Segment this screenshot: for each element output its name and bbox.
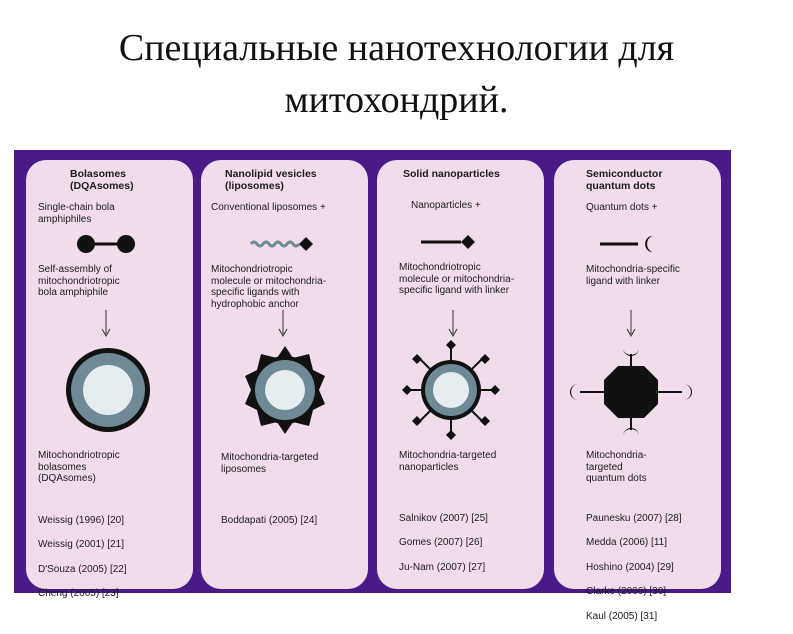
reference: Kaul (2005) [31]: [586, 610, 658, 622]
column-quantum-dots: Semiconductor quantum dots Quantum dots …: [554, 160, 721, 622]
crescent-ligand-icon: [600, 236, 652, 252]
step-text: Mitochondria-specific ligand with linker: [586, 264, 680, 287]
down-arrow-icon: [626, 310, 636, 338]
down-arrow-icon: [101, 310, 111, 338]
slide-title-line-2: митохондрий.: [284, 79, 509, 121]
result-text: Mitochondria-targeted liposomes: [221, 452, 319, 475]
bola-amphiphile-icon: [77, 235, 135, 253]
references-list: Boddapati (2005) [24]: [221, 502, 373, 538]
reference: Ju-Nam (2007) [27]: [399, 561, 486, 573]
reference: Clarke (2006) [30]: [586, 586, 667, 597]
step-text: Mitochondriotropic molecule or mitochond…: [211, 264, 327, 310]
hydrophobic-anchor-ligand-icon: [249, 237, 313, 251]
component-text: Quantum dots +: [586, 202, 658, 213]
bolasome-vesicle-icon: [66, 348, 150, 432]
reference: Hoshino (2004) [29]: [586, 561, 674, 573]
targeted-nanoparticle-icon: [402, 340, 500, 440]
down-arrow-icon: [448, 310, 458, 338]
reference: Weissig (1996) [20]: [38, 514, 124, 526]
column-heading: Solid nanoparticles: [403, 168, 500, 180]
references-list: Paunesku (2007) [28] Medda (2006) [11] H…: [586, 500, 738, 634]
reference: Paunesku (2007) [28]: [586, 512, 682, 524]
reference: Weissig (2001) [21]: [38, 539, 124, 550]
column-solid-nanoparticles: Solid nanoparticles Nanoparticles + Mito…: [377, 160, 544, 589]
reference: Cheng (2005) [23]: [38, 588, 119, 599]
step-text: Self-assembly of mitochondriotropic bola…: [38, 264, 120, 298]
targeted-liposome-icon: [245, 346, 325, 434]
column-heading: Nanolipid vesicles (liposomes): [225, 168, 317, 192]
component-text: Conventional liposomes +: [211, 202, 326, 213]
column-heading: Bolasomes (DQAsomes): [70, 168, 134, 192]
references-list: Weissig (1996) [20] Weissig (2001) [21] …: [38, 502, 190, 612]
slide-title-line-1: Специальные нанотехнологии для: [118, 27, 675, 69]
reference: Gomes (2007) [26]: [399, 537, 483, 548]
result-text: Mitochondria- targeted quantum dots: [586, 450, 647, 484]
down-arrow-icon: [278, 310, 288, 338]
column-heading: Semiconductor quantum dots: [586, 168, 663, 192]
reference: Boddapati (2005) [24]: [221, 514, 318, 526]
references-list: Salnikov (2007) [25] Gomes (2007) [26] J…: [399, 500, 551, 585]
result-text: Mitochondriotropic bolasomes (DQAsomes): [38, 450, 120, 484]
result-text: Mitochondria-targeted nanoparticles: [399, 450, 497, 473]
reference: Medda (2006) [11]: [586, 537, 667, 548]
component-text: Single-chain bola amphiphiles: [38, 202, 115, 225]
quantum-dot-icon: [570, 348, 692, 436]
reference: Salnikov (2007) [25]: [399, 512, 488, 524]
component-text: Nanoparticles +: [411, 200, 481, 211]
ligand-with-linker-icon: [421, 235, 475, 249]
column-bolasomes: Bolasomes (DQAsomes) Single-chain bola a…: [26, 160, 193, 599]
column-liposomes: Nanolipid vesicles (liposomes) Conventio…: [201, 160, 368, 589]
reference: D'Souza (2005) [22]: [38, 563, 127, 575]
step-text: Mitochondriotropic molecule or mitochond…: [399, 262, 515, 296]
slide-title: Специальные нанотехнологии для митохондр…: [0, 22, 793, 126]
